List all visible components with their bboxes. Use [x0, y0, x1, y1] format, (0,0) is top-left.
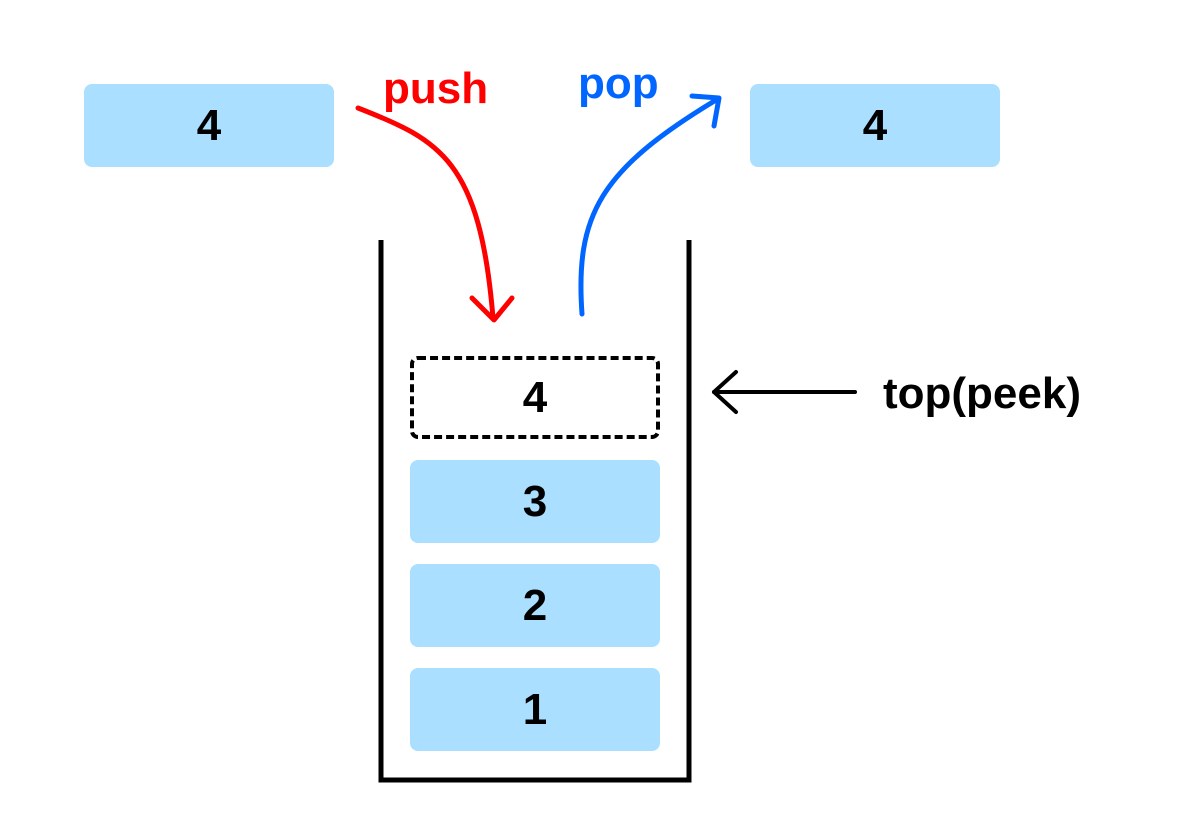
push-arrow-head: [469, 295, 515, 323]
stack-item: 3: [410, 460, 660, 543]
top-peek-label: top(peek): [883, 369, 1081, 418]
stack-item-value: 2: [522, 580, 548, 630]
stack-top-slot: 4: [410, 356, 660, 439]
stack-item: 2: [410, 564, 660, 647]
incoming-element: 4: [84, 84, 334, 167]
top-pointer-arrow-head: [712, 370, 738, 414]
stack-item: 1: [410, 668, 660, 751]
pop-arrow-head: [689, 93, 722, 129]
stack-container: [378, 240, 692, 783]
stack-item-value: 1: [522, 684, 548, 734]
push-arrow: [355, 105, 496, 321]
stack-item-value: 3: [522, 476, 548, 526]
pop-label: pop: [578, 59, 659, 108]
outgoing-element: 4: [750, 84, 1000, 167]
push-label: push: [383, 64, 489, 113]
outgoing-element-value: 4: [862, 100, 888, 150]
pop-arrow: [578, 97, 719, 317]
incoming-element-value: 4: [196, 100, 222, 150]
stack-top-value: 4: [522, 372, 548, 422]
